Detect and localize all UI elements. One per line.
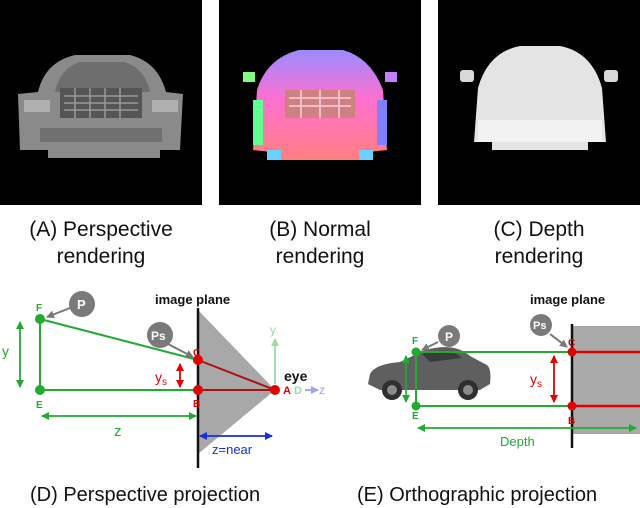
eye-y-axis-label: y (270, 323, 276, 337)
near-label: z=near (212, 442, 253, 457)
car-front-depth-image (460, 46, 618, 150)
eye-z-axis-label: z (319, 383, 325, 397)
caption-perspective-rendering: (A) Perspective rendering (0, 216, 202, 270)
caption-line: (A) Perspective (29, 218, 173, 241)
ys-dimension-label: ys (530, 371, 542, 390)
caption-perspective-projection: (D) Perspective projection (30, 484, 261, 506)
ys-dimension-label: ys (155, 369, 167, 388)
point-B (193, 385, 203, 395)
y-dimension-label: y (2, 343, 9, 359)
car-front-normal-image (243, 50, 397, 160)
caption-line: (C) Depth (493, 218, 585, 241)
view-frustum (198, 310, 275, 454)
point-p-label: P (77, 297, 86, 312)
label-C: C (568, 338, 575, 349)
p-pointer (421, 341, 439, 351)
eye-label: eye (284, 368, 308, 384)
label-F: F (412, 336, 418, 347)
point-C (567, 347, 577, 357)
point-B (567, 401, 577, 411)
label-D: D (294, 385, 302, 397)
point-ps-badge (530, 314, 552, 336)
label-C: C (193, 348, 200, 359)
ray-c-to-eye (197, 359, 276, 391)
caption-orthographic-projection: (E) Orthographic projection (357, 484, 598, 506)
label-F: F (36, 303, 42, 314)
depth-label: Depth (500, 434, 535, 449)
ray-f-to-c (39, 318, 199, 361)
point-C (193, 355, 203, 365)
point-p-badge (438, 325, 460, 347)
ps-pointer (549, 333, 568, 348)
caption-line: rendering (494, 245, 584, 268)
perspective-projection-diagram: image plane y ys z z=near y z eye F E C … (2, 291, 325, 468)
label-B: B (193, 399, 200, 410)
perspective-render-panel (0, 0, 202, 205)
point-p-badge (69, 291, 95, 317)
p-pointer (46, 307, 71, 319)
label-B: B (568, 416, 575, 427)
point-ps-label: Ps (533, 320, 546, 332)
orthographic-projection-diagram: image plane ys Depth F E C B P Ps (368, 292, 640, 449)
point-F (411, 347, 421, 357)
point-E (35, 385, 45, 395)
image-plane-label: image plane (155, 292, 230, 307)
car-front-gray-image (18, 55, 183, 158)
ps-pointer (167, 343, 194, 358)
label-A: A (283, 385, 291, 397)
caption-depth-rendering: (C) Depth rendering (438, 216, 640, 270)
point-F (35, 314, 45, 324)
caption-line: rendering (275, 245, 365, 268)
point-E (411, 401, 421, 411)
z-dimension-label: z (114, 423, 122, 440)
caption-line: (B) Normal (269, 218, 371, 241)
point-ps-badge (147, 322, 173, 348)
projection-volume (572, 326, 640, 434)
point-ps-label: Ps (151, 329, 166, 343)
caption-line: rendering (56, 245, 146, 268)
image-plane-label: image plane (530, 292, 605, 307)
caption-normal-rendering: (B) Normal rendering (219, 216, 421, 270)
car-side-image (368, 347, 491, 400)
point-A (270, 385, 280, 395)
point-p-label: P (445, 330, 453, 344)
depth-render-panel (438, 0, 640, 205)
normal-render-panel (219, 0, 421, 205)
label-E: E (36, 400, 43, 411)
label-E: E (412, 411, 419, 422)
